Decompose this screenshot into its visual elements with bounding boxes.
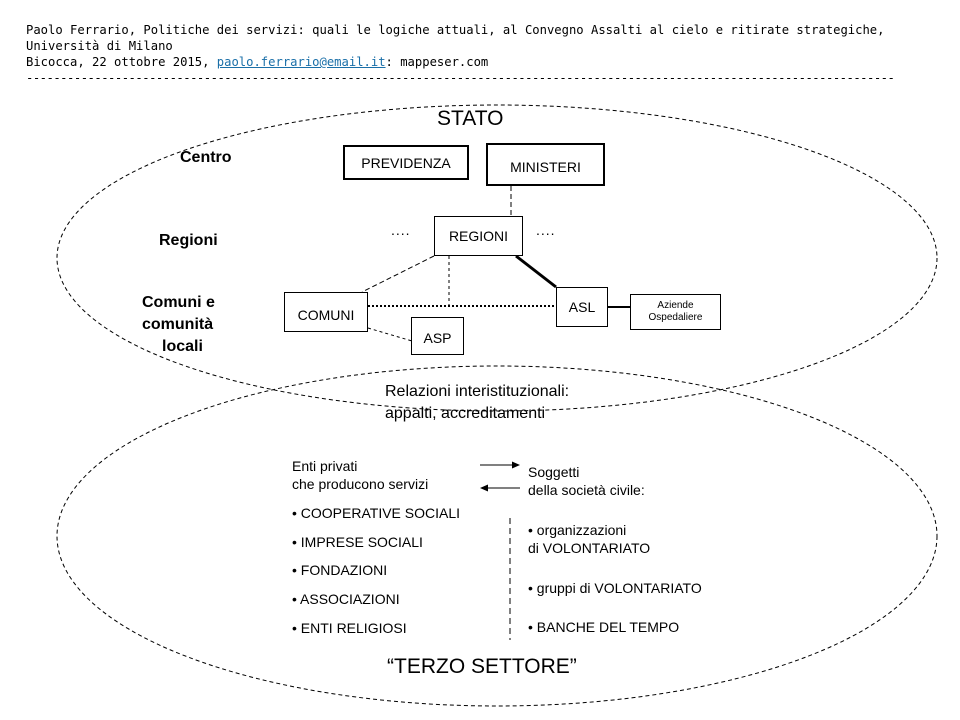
box-comuni: COMUNI — [284, 292, 368, 332]
header-citation-line-1: Paolo Ferrario, Politiche dei servizi: q… — [26, 23, 885, 53]
box-asp: ASP — [411, 317, 464, 355]
enti-privati-heading-line-1: Enti privati — [292, 458, 358, 474]
box-asl: ASL — [556, 287, 608, 327]
enti-item-imprese: • IMPRESE SOCIALI — [292, 534, 423, 550]
box-previdenza: PREVIDENZA — [343, 145, 469, 180]
level-regioni: Regioni — [159, 232, 218, 249]
civile-item-organizzazioni: • organizzazioni di VOLONTARIATO — [528, 521, 650, 557]
header-separator: ----------------------------------------… — [26, 71, 895, 85]
document-header: Paolo Ferrario, Politiche dei servizi: q… — [26, 22, 926, 86]
connector-comuni-asp — [367, 327, 413, 342]
civile-item-organizzazioni-line-2: di VOLONTARIATO — [528, 540, 651, 556]
terzo-settore-title: “TERZO SETTORE” — [387, 655, 577, 678]
enti-item-associazioni: • ASSOCIAZIONI — [292, 591, 400, 607]
header-site: : mappeser.com — [385, 55, 489, 69]
civile-item-organizzazioni-line-1: • organizzazioni — [528, 522, 627, 538]
aziende-line-1: Aziende — [657, 300, 694, 311]
enti-privati-heading-line-2: che producono servizi — [292, 476, 429, 492]
connector-regioni-comuni — [361, 255, 435, 293]
enti-item-fondazioni: • FONDAZIONI — [292, 562, 388, 578]
box-ministeri: MINISTERI — [486, 143, 605, 186]
connector-regioni-asl — [515, 254, 557, 289]
stato-title: STATO — [437, 107, 504, 130]
box-regioni: REGIONI — [434, 216, 523, 256]
societa-civile-heading-line-2: della società civile: — [528, 482, 645, 498]
enti-item-religiosi: • ENTI RELIGIOSI — [292, 620, 407, 636]
societa-civile-heading: Soggetti della società civile: — [528, 463, 645, 499]
level-comuni-line-2: comunità — [142, 316, 214, 333]
civile-item-gruppi: • gruppi di VOLONTARIATO — [528, 580, 702, 596]
header-citation-line-2: Bicocca, 22 ottobre 2015, paolo.ferrario… — [26, 54, 926, 70]
email-link[interactable]: paolo.ferrario@email.it — [216, 55, 386, 69]
aziende-line-2: Ospedaliere — [648, 312, 703, 323]
civile-item-banche: • BANCHE DEL TEMPO — [528, 619, 680, 635]
stato-ellipse — [56, 104, 938, 412]
relazioni-line-1: Relazioni interistituzionali: — [385, 383, 570, 400]
societa-civile-heading-line-1: Soggetti — [528, 464, 580, 480]
ellipsis-right: .... — [536, 222, 556, 238]
arrow-right-icon — [480, 461, 520, 469]
level-centro: Centro — [180, 149, 232, 166]
enti-item-cooperative: • COOPERATIVE SOCIALI — [292, 505, 461, 521]
level-comuni-line-3: locali — [162, 338, 203, 355]
terzo-settore-ellipse — [56, 365, 938, 707]
ellipsis-left: .... — [391, 222, 411, 238]
header-date: Bicocca, 22 ottobre 2015, — [26, 55, 217, 69]
level-comuni-line-1: Comuni e — [142, 294, 215, 311]
arrow-left-icon — [480, 484, 520, 492]
relazioni-line-2: appalti, accreditamenti — [385, 405, 546, 422]
relazioni-caption: Relazioni interistituzionali: appalti, a… — [385, 381, 569, 425]
box-aziende-ospedaliere: Aziende Ospedaliere — [630, 294, 721, 330]
level-comuni: Comuni e comunità locali — [142, 292, 215, 358]
enti-privati-heading: Enti privati che producono servizi — [292, 457, 428, 493]
